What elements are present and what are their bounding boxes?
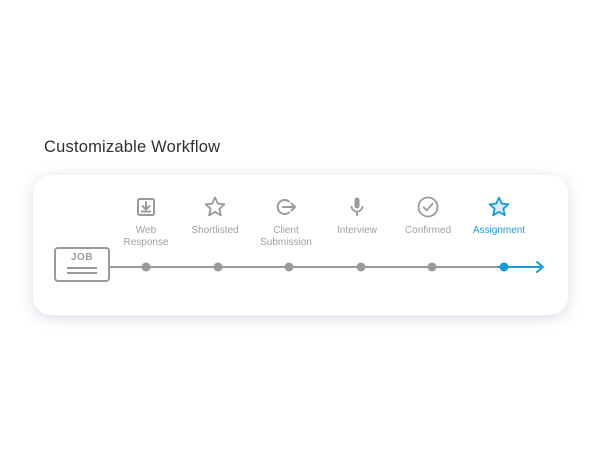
timeline-dot-web-response[interactable] (141, 262, 151, 272)
timeline-dot-assignment[interactable] (499, 262, 509, 272)
job-line (67, 267, 97, 269)
step-interview[interactable]: Interview (317, 195, 397, 255)
timeline-dot-shortlisted[interactable] (213, 262, 223, 272)
step-shortlisted[interactable]: Shortlisted (175, 195, 255, 255)
check-circle-icon (417, 196, 439, 218)
step-confirmed[interactable]: Confirmed (388, 195, 468, 255)
step-label: Shortlisted (191, 225, 239, 236)
step-assignment[interactable]: Assignment (459, 195, 539, 255)
step-label: Interview (336, 225, 377, 236)
microphone-icon (350, 197, 364, 216)
workflow-title: Customizable Workflow (44, 138, 221, 156)
step-client-submission[interactable]: Client Submission (246, 195, 326, 255)
job-line (67, 272, 97, 274)
star-outline-icon (204, 196, 226, 217)
timeline-dot-client-submission[interactable] (284, 262, 294, 272)
download-tray-icon (137, 198, 155, 216)
workflow-card (33, 175, 568, 315)
job-card-icon: JOB (54, 247, 110, 282)
step-web-response[interactable]: Web Response (106, 195, 186, 255)
timeline-arrowhead-icon (536, 261, 544, 273)
star-active-icon (488, 196, 510, 217)
arrow-out-icon (276, 199, 296, 215)
step-label: Web Response (123, 225, 169, 248)
step-label: Assignment (472, 225, 526, 236)
step-label: Confirmed (404, 225, 452, 236)
timeline-dot-confirmed[interactable] (427, 262, 437, 272)
timeline-dot-interview[interactable] (356, 262, 366, 272)
job-label: JOB (70, 252, 94, 263)
step-label: Client Submission (260, 225, 312, 248)
